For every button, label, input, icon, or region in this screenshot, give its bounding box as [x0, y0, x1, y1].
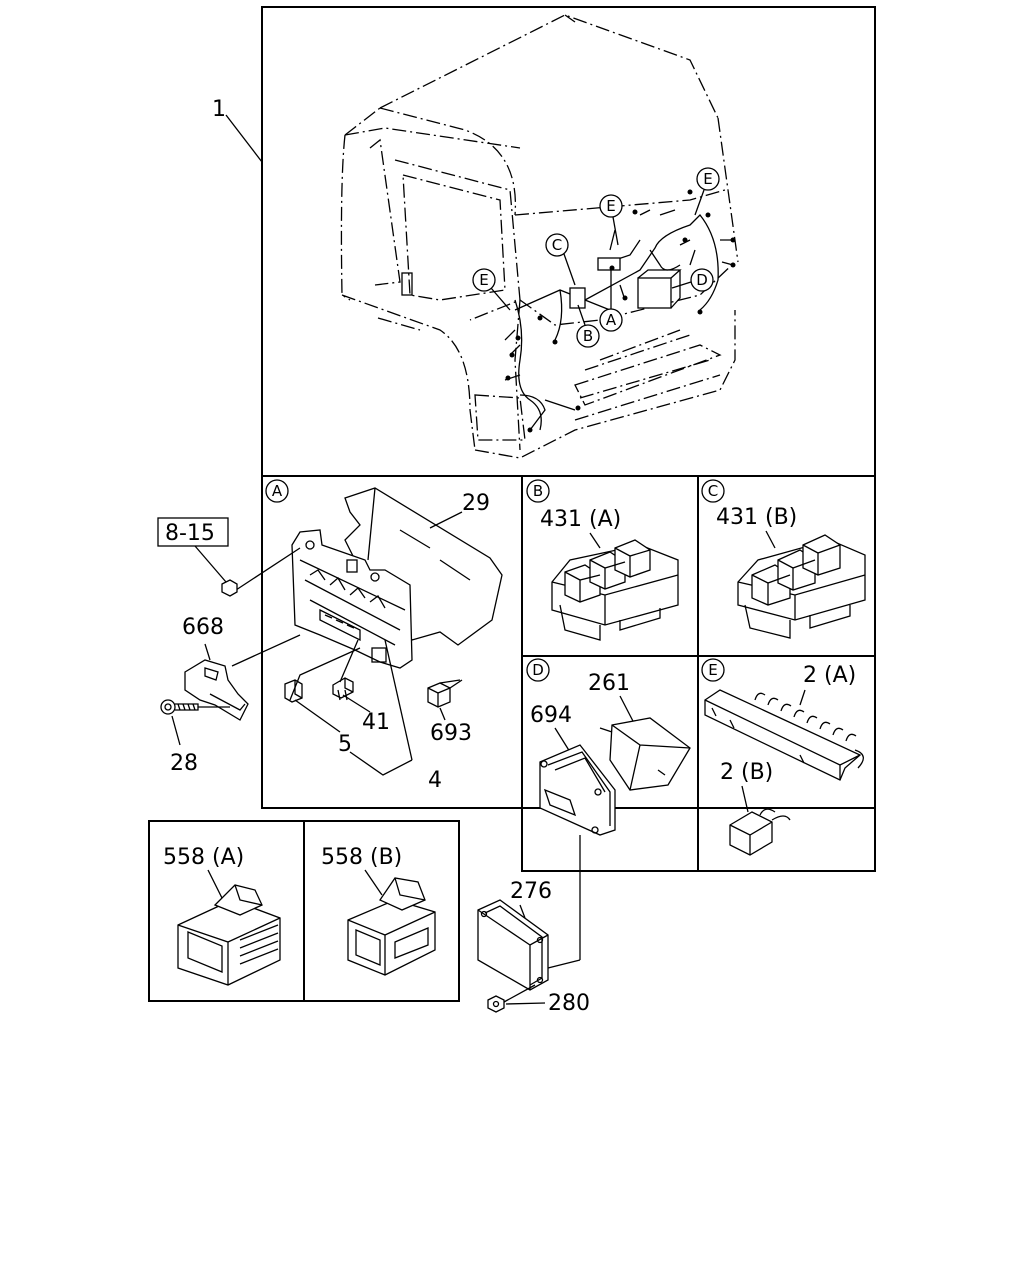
- callout-431a: 431 (A): [540, 507, 621, 532]
- callout-2b: 2 (B): [720, 760, 773, 785]
- callout-694: 694: [530, 703, 572, 728]
- connector-558b-frame: [303, 820, 460, 1002]
- nut-280: 280: [487, 984, 590, 1016]
- detail-a-marker: [265, 479, 289, 503]
- truck-cab-illustration: [340, 14, 739, 459]
- svg-text:D: D: [532, 661, 544, 679]
- callout-4: 4: [428, 768, 442, 793]
- svg-text:A: A: [606, 311, 617, 329]
- page-ref-label: 8-15: [165, 521, 215, 546]
- detail-b-marker: [526, 479, 550, 503]
- connector-558a: 558 (A): [163, 845, 281, 986]
- callout-2a: 2 (A): [803, 663, 856, 688]
- detail-a-fuse-box: A 29 668 28: [157, 479, 503, 793]
- svg-text:E: E: [708, 661, 717, 679]
- module-276: 276: [477, 879, 581, 991]
- callout-280: 280: [548, 991, 590, 1016]
- callout-28: 28: [170, 751, 198, 776]
- fuse-clip-41: [332, 677, 354, 701]
- nut: [221, 579, 238, 597]
- cab-marker-e-left: E: [472, 268, 511, 311]
- cab-marker-d: D: [671, 268, 714, 292]
- bolt-28: [160, 699, 230, 715]
- cab-marker-a: A: [599, 270, 623, 332]
- cab-marker-c: C: [545, 233, 576, 286]
- svg-text:E: E: [479, 271, 488, 289]
- detail-d-controller: D 261 694: [526, 658, 691, 960]
- detail-c-marker: [701, 479, 725, 503]
- callout-cab-harness: 1: [212, 97, 226, 122]
- svg-text:B: B: [533, 482, 543, 500]
- callout-558b: 558 (B): [321, 845, 402, 870]
- callout-668: 668: [182, 615, 224, 640]
- svg-text:A: A: [272, 482, 283, 500]
- callout-261: 261: [588, 671, 630, 696]
- detail-c-relay-431b: C 431 (B): [701, 479, 866, 639]
- callout-41: 41: [362, 710, 390, 735]
- svg-text:E: E: [606, 197, 615, 215]
- callout-29: 29: [462, 491, 490, 516]
- cover-261: [609, 717, 691, 791]
- controller-694: [539, 744, 616, 836]
- svg-text:C: C: [708, 482, 718, 500]
- fuse-box-body: [291, 529, 413, 669]
- svg-text:C: C: [552, 236, 562, 254]
- bracket-668: [184, 659, 249, 721]
- page-ref-box: [157, 517, 229, 547]
- callout-276: 276: [510, 879, 552, 904]
- fuse-strip-2a: [704, 689, 862, 781]
- callout-558a: 558 (A): [163, 845, 244, 870]
- detail-b-relay-431a: B 431 (A): [526, 479, 679, 641]
- cab-marker-b: B: [576, 304, 600, 348]
- callout-693: 693: [430, 721, 472, 746]
- connector-558b: 558 (B): [321, 845, 436, 976]
- svg-text:B: B: [583, 327, 593, 345]
- detail-e-frame: [697, 655, 876, 872]
- svg-text:D: D: [696, 271, 708, 289]
- relay-693: [427, 679, 463, 708]
- cab-marker-e-center: E: [599, 194, 623, 246]
- detail-e-marker: [701, 658, 725, 682]
- detail-d-marker: [526, 658, 550, 682]
- detail-e-connectors: E 2 (A) 2 (B): [701, 658, 864, 856]
- svg-text:E: E: [703, 170, 712, 188]
- cab-marker-e-right: E: [694, 167, 720, 216]
- fuse-2b: [729, 811, 773, 856]
- callout-431b: 431 (B): [716, 505, 797, 530]
- callout-5: 5: [338, 732, 352, 757]
